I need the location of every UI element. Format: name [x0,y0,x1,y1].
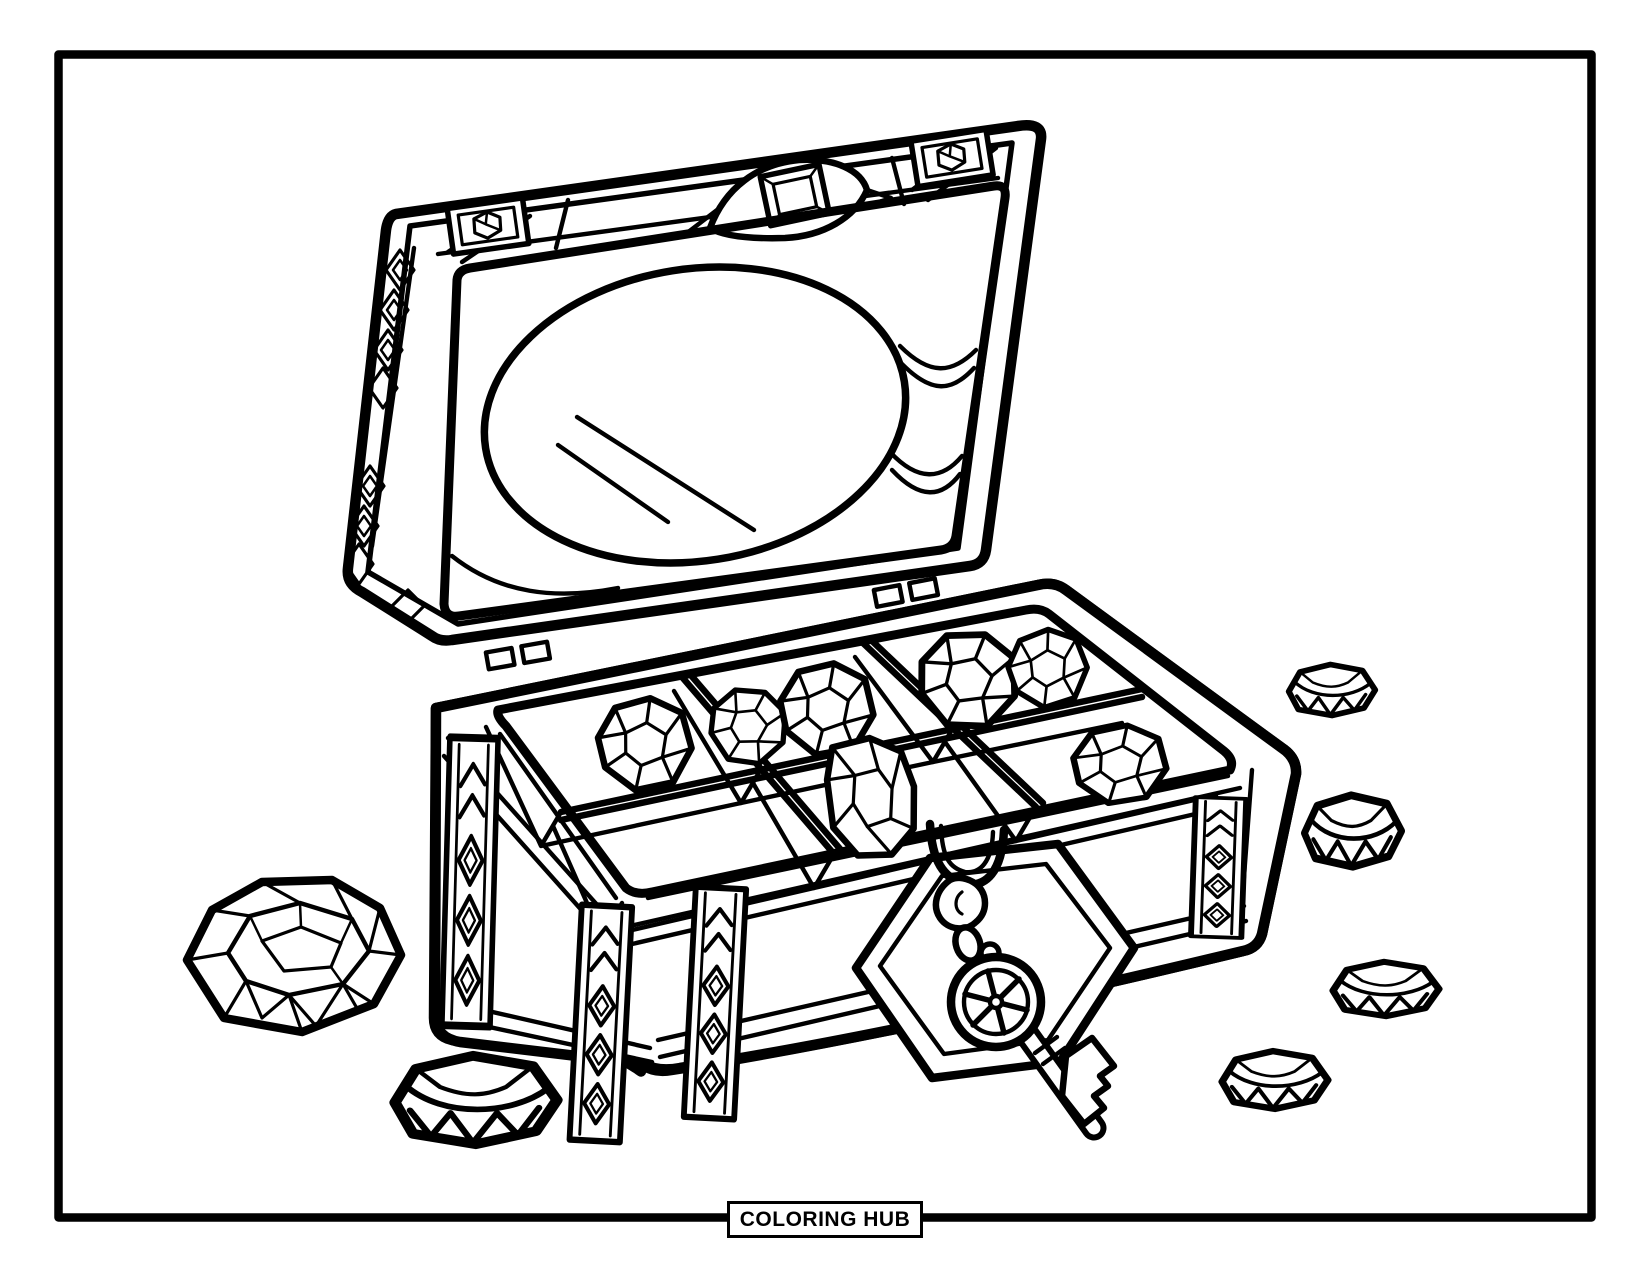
hinge [486,642,550,670]
scattered-gems [182,665,1439,1145]
branding-label-text: COLORING HUB [739,1207,911,1231]
lid-panel-oval [480,263,910,567]
lid-clasp-gem [680,156,894,242]
gem [1289,665,1375,716]
lid-corner-gem-left [447,198,529,254]
branding-label: COLORING HUB [727,1201,923,1238]
key-icon [946,941,1118,1141]
pillar-ornament [684,887,746,1120]
pillar-ornament [1191,797,1246,938]
pillar-ornament [442,737,498,1026]
lid-left-ornament [343,248,426,624]
pillar-ornament [570,905,633,1143]
gem [1222,1051,1328,1109]
chest-body [428,578,1302,1143]
chest-lid [342,120,1047,646]
treasure-chest [342,120,1302,1143]
gem [395,1056,557,1144]
gem [1304,795,1401,866]
gem [1333,962,1439,1016]
lid-corner-gem-right [911,129,993,186]
lock-rope [925,819,1009,989]
gem [182,875,406,1037]
